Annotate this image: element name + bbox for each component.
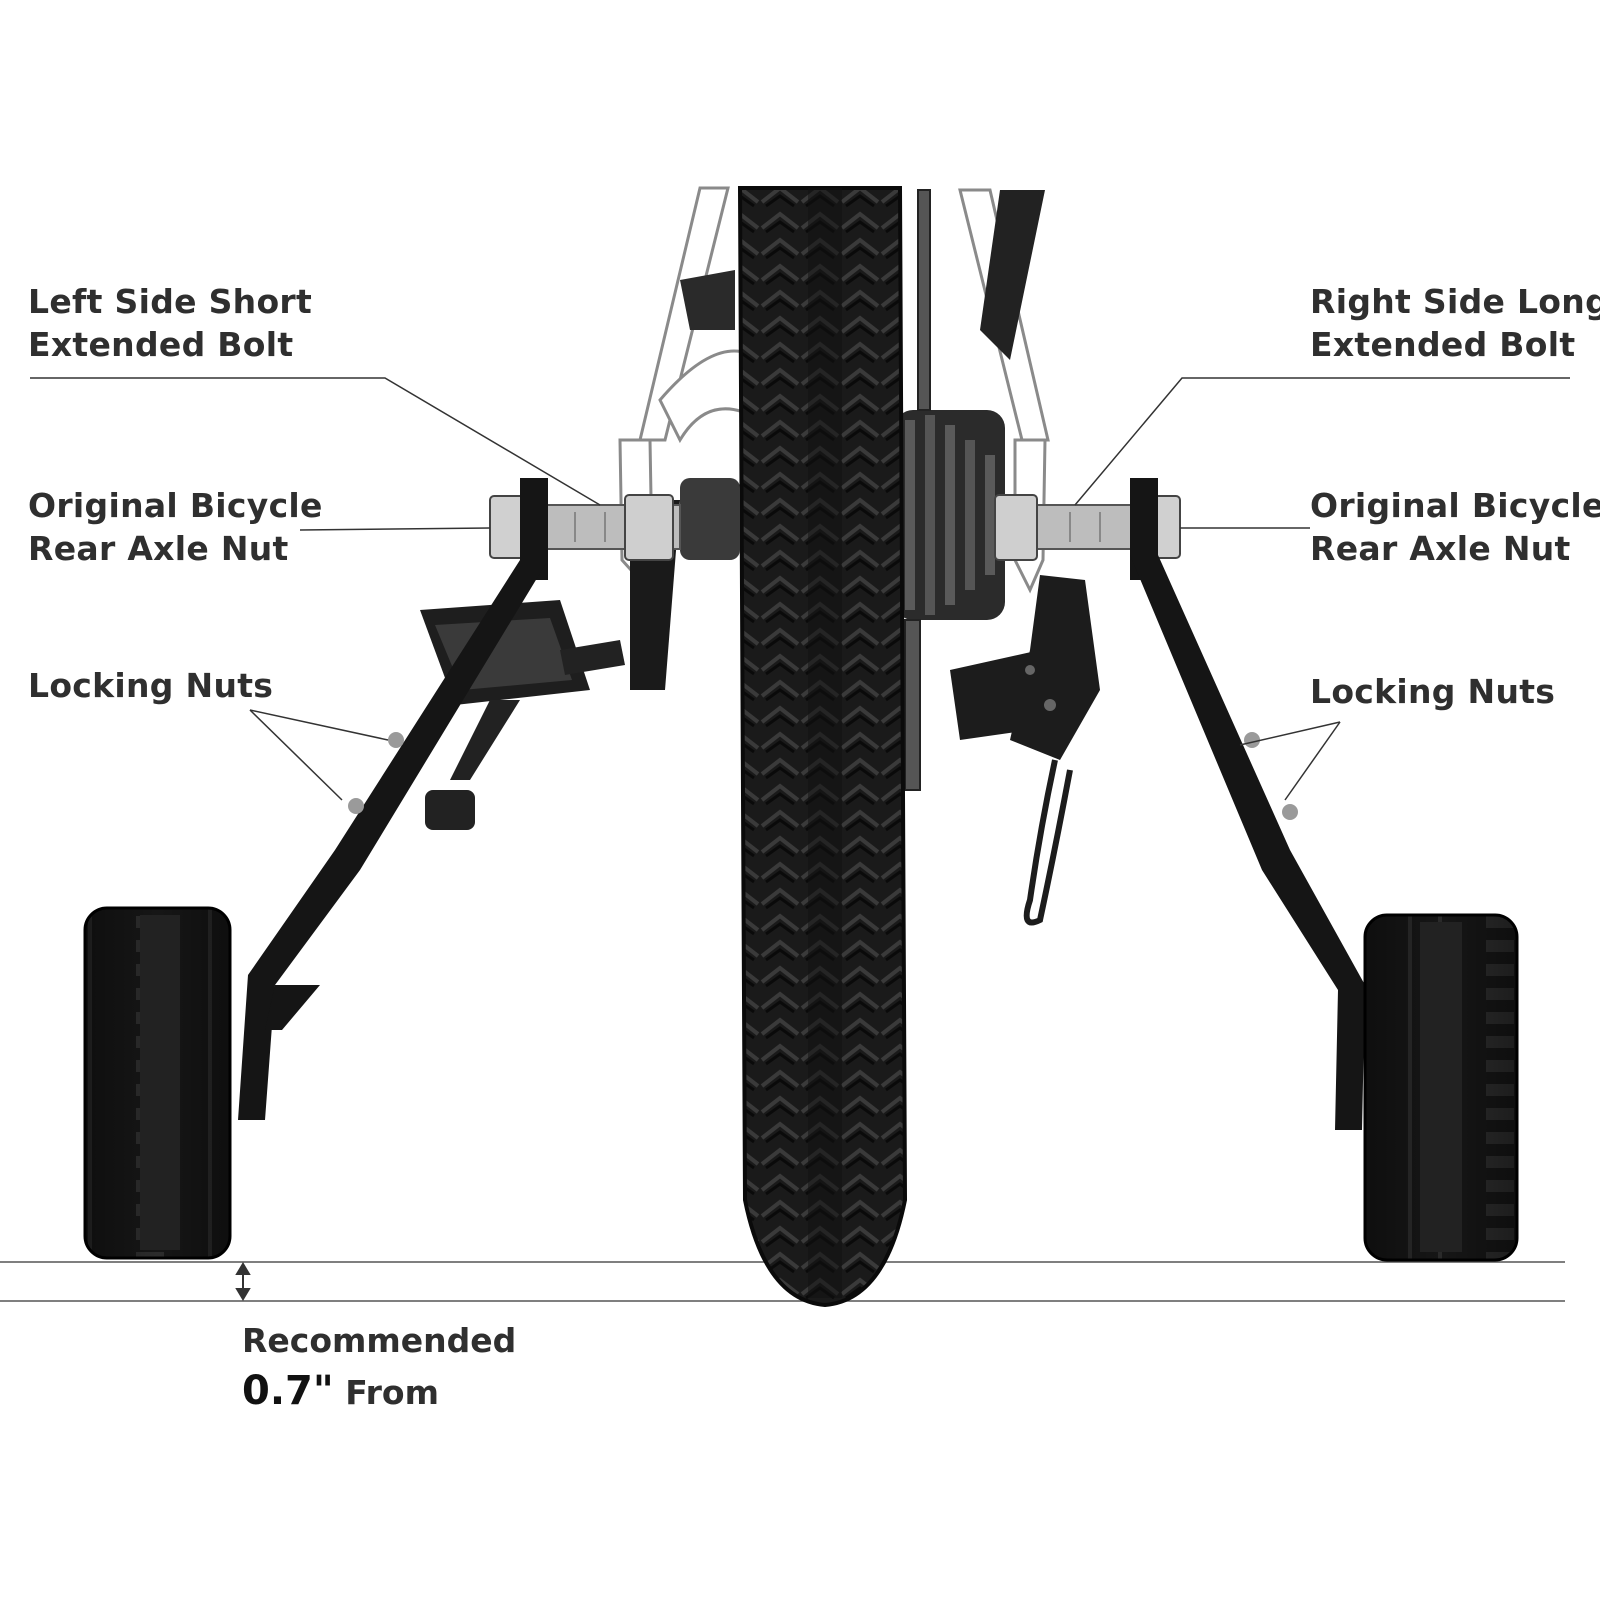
clearance-note-line2: 0.7" From (242, 1366, 516, 1418)
right-training-wheel-bracket (1130, 478, 1365, 1130)
leader-left-axle-nut (299, 527, 491, 531)
callout-right-bolt-line2: Extended Bolt (1310, 325, 1576, 364)
leader-lines (30, 377, 1570, 801)
callout-left-bolt-line2: Extended Bolt (28, 325, 294, 364)
callout-left-locking-nuts-text: Locking Nuts (28, 666, 274, 705)
callout-right-locking-nuts-text: Locking Nuts (1310, 672, 1556, 711)
callout-right-axle-nut-line1: Original Bicycle (1310, 486, 1600, 525)
callout-left-axle-nut-line2: Rear Axle Nut (28, 529, 289, 568)
left-training-wheel-bracket (238, 478, 548, 1120)
right-training-wheel (1363, 913, 1519, 1262)
derailleur-hanger (980, 190, 1045, 360)
left-training-wheel (83, 906, 232, 1260)
leader-right-locking-nut-2 (1284, 721, 1341, 801)
callout-left-locking-nuts: Locking Nuts (28, 664, 273, 707)
callout-right-bolt: Right Side Long Extended Bolt (1310, 280, 1600, 366)
callout-right-axle-nut-line2: Rear Axle Nut (1310, 529, 1571, 568)
leader-left-locking-nut-2 (249, 709, 343, 801)
leader-left-bolt (30, 377, 601, 506)
rear-cassette (895, 410, 1005, 620)
callout-right-axle-nut: Original Bicycle Rear Axle Nut (1310, 484, 1600, 570)
right-inner-nut (994, 494, 1038, 561)
left-inner-nut (624, 494, 674, 561)
callout-left-bolt: Left Side Short Extended Bolt (28, 280, 312, 366)
clearance-value: 0.7" (242, 1368, 334, 1414)
callout-right-bolt-line1: Right Side Long (1310, 282, 1600, 321)
leader-right-locking-nut-1 (1239, 721, 1341, 746)
callout-left-axle-nut-line1: Original Bicycle (28, 486, 323, 525)
clearance-note: Recommended 0.7" From (242, 1316, 516, 1418)
chain (904, 189, 931, 791)
leader-right-bolt (1074, 377, 1570, 506)
rear-tire (737, 186, 908, 1308)
callout-left-axle-nut: Original Bicycle Rear Axle Nut (28, 484, 323, 570)
rear-derailleur (950, 575, 1100, 926)
callout-right-locking-nuts: Locking Nuts (1310, 670, 1555, 713)
callout-left-bolt-line1: Left Side Short (28, 282, 313, 321)
fender-bracket (680, 270, 735, 330)
clearance-arrow (235, 1262, 251, 1301)
leader-left-locking-nut-1 (249, 709, 389, 741)
clearance-suffix: From (345, 1373, 439, 1412)
rear-hub (680, 478, 740, 560)
clearance-note-line1: Recommended (242, 1321, 517, 1360)
